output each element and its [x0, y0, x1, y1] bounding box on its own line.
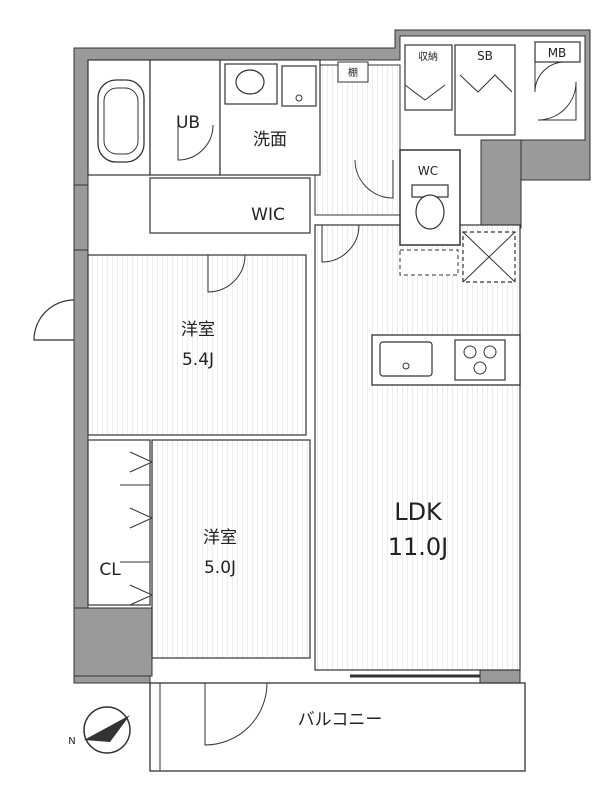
label-wc: WC: [418, 164, 438, 178]
storage-units: [404, 41, 581, 136]
label-sb: SB: [477, 49, 493, 63]
compass-north-label: N: [68, 736, 75, 747]
room1-door: [207, 254, 246, 293]
label-yoshitsu1-size: 5.4J: [182, 350, 214, 370]
label-senmen: 洗面: [253, 130, 287, 150]
label-cl: CL: [99, 560, 121, 580]
label-yoshitsu2-name: 洋室: [203, 528, 237, 548]
balcony: [149, 674, 526, 772]
label-mb: MB: [548, 46, 567, 60]
shoe-rack: [399, 249, 459, 276]
label-yoshitsu1-name: 洋室: [181, 320, 215, 340]
label-yoshitsu2-size: 5.0J: [204, 558, 236, 578]
compass-icon: [83, 706, 131, 754]
wc-door: [354, 159, 394, 199]
label-ldk-size: 11.0J: [388, 533, 449, 561]
label-shuno: 収納: [418, 50, 438, 63]
refrigerator-space: [462, 231, 516, 283]
wc-room: [399, 149, 461, 246]
label-ub: UB: [176, 113, 200, 133]
room1-window: [33, 299, 75, 341]
washbasin: [224, 63, 317, 107]
floors: [87, 59, 521, 671]
bathtub: [97, 79, 145, 163]
kitchen-counter: [371, 334, 521, 386]
label-ldk-name: LDK: [394, 498, 443, 526]
label-balcony: バルコニー: [298, 710, 383, 730]
label-tana: 棚: [348, 66, 358, 79]
closet-doors: [120, 451, 154, 606]
ub-door: [177, 124, 214, 161]
shelf: [337, 61, 369, 83]
label-wic: WIC: [251, 205, 285, 225]
entrance-door: [321, 224, 360, 263]
